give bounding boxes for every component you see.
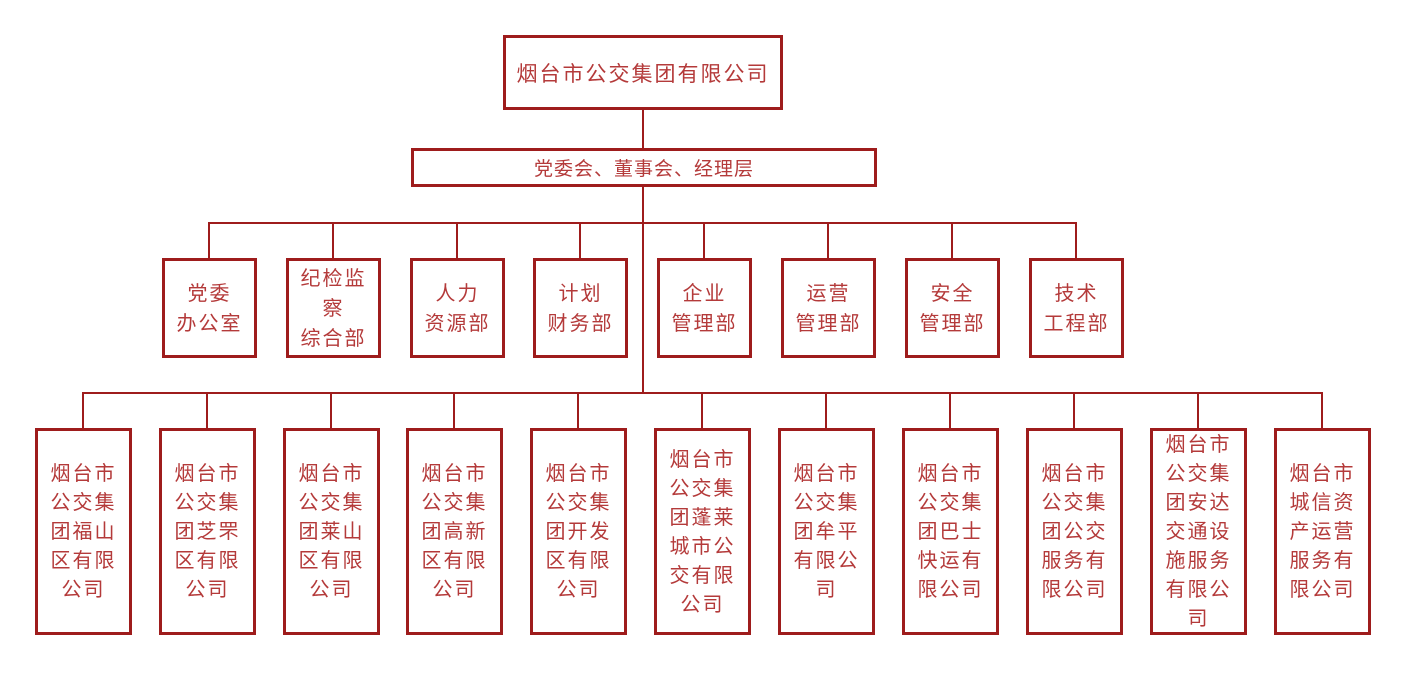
connector-drop-sub-6 bbox=[701, 392, 703, 428]
subsidiary-laishan: 烟台市 公交集 团莱山 区有限 公司 bbox=[283, 428, 380, 635]
dept-human-resources: 人力 资源部 bbox=[410, 258, 505, 358]
connector-drop-dept-1 bbox=[208, 222, 210, 258]
subsidiary-chengxin-asset: 烟台市 城信资 产运营 服务有 限公司 bbox=[1274, 428, 1371, 635]
dept-party-committee-office: 党委 办公室 bbox=[162, 258, 257, 358]
connector-drop-sub-1 bbox=[82, 392, 84, 428]
dept-planning-finance: 计划 财务部 bbox=[533, 258, 628, 358]
connector-drop-sub-8 bbox=[949, 392, 951, 428]
connector-drop-sub-3 bbox=[330, 392, 332, 428]
dept-technology-engineering: 技术 工程部 bbox=[1029, 258, 1124, 358]
dept-discipline-inspection: 纪检监 察 综合部 bbox=[286, 258, 381, 358]
subsidiary-fushan: 烟台市 公交集 团福山 区有限 公司 bbox=[35, 428, 132, 635]
subsidiary-gaoxin: 烟台市 公交集 团高新 区有限 公司 bbox=[406, 428, 503, 635]
connector-drop-sub-2 bbox=[206, 392, 208, 428]
connector-drop-dept-2 bbox=[332, 222, 334, 258]
governance-box: 党委会、董事会、经理层 bbox=[411, 148, 877, 187]
connector-subsidiaries-rail bbox=[83, 392, 1323, 394]
connector-drop-dept-8 bbox=[1075, 222, 1077, 258]
connector-drop-dept-5 bbox=[703, 222, 705, 258]
connector-drop-sub-9 bbox=[1073, 392, 1075, 428]
connector-drop-sub-11 bbox=[1321, 392, 1323, 428]
dept-safety-management: 安全 管理部 bbox=[905, 258, 1000, 358]
dept-operations-management: 运营 管理部 bbox=[781, 258, 876, 358]
subsidiary-muping: 烟台市 公交集 团牟平 有限公 司 bbox=[778, 428, 875, 635]
connector-drop-sub-5 bbox=[577, 392, 579, 428]
subsidiary-kaifa: 烟台市 公交集 团开发 区有限 公司 bbox=[530, 428, 627, 635]
connector-governance-trunk bbox=[642, 187, 644, 392]
connector-drop-dept-7 bbox=[951, 222, 953, 258]
dept-enterprise-management: 企业 管理部 bbox=[657, 258, 752, 358]
connector-drop-sub-7 bbox=[825, 392, 827, 428]
connector-departments-rail bbox=[209, 222, 1077, 224]
subsidiary-penglai-city-bus: 烟台市 公交集 团蓬莱 城市公 交有限 公司 bbox=[654, 428, 751, 635]
subsidiary-bus-express: 烟台市 公交集 团巴士 快运有 限公司 bbox=[902, 428, 999, 635]
connector-drop-sub-10 bbox=[1197, 392, 1199, 428]
connector-drop-dept-4 bbox=[579, 222, 581, 258]
connector-root-to-governance bbox=[642, 110, 644, 148]
subsidiary-zhifu: 烟台市 公交集 团芝罘 区有限 公司 bbox=[159, 428, 256, 635]
subsidiary-bus-service: 烟台市 公交集 团公交 服务有 限公司 bbox=[1026, 428, 1123, 635]
org-root-box: 烟台市公交集团有限公司 bbox=[503, 35, 783, 110]
connector-drop-dept-3 bbox=[456, 222, 458, 258]
connector-drop-sub-4 bbox=[453, 392, 455, 428]
connector-drop-dept-6 bbox=[827, 222, 829, 258]
subsidiary-anda-traffic-facilities: 烟台市 公交集 团安达 交通设 施服务 有限公 司 bbox=[1150, 428, 1247, 635]
